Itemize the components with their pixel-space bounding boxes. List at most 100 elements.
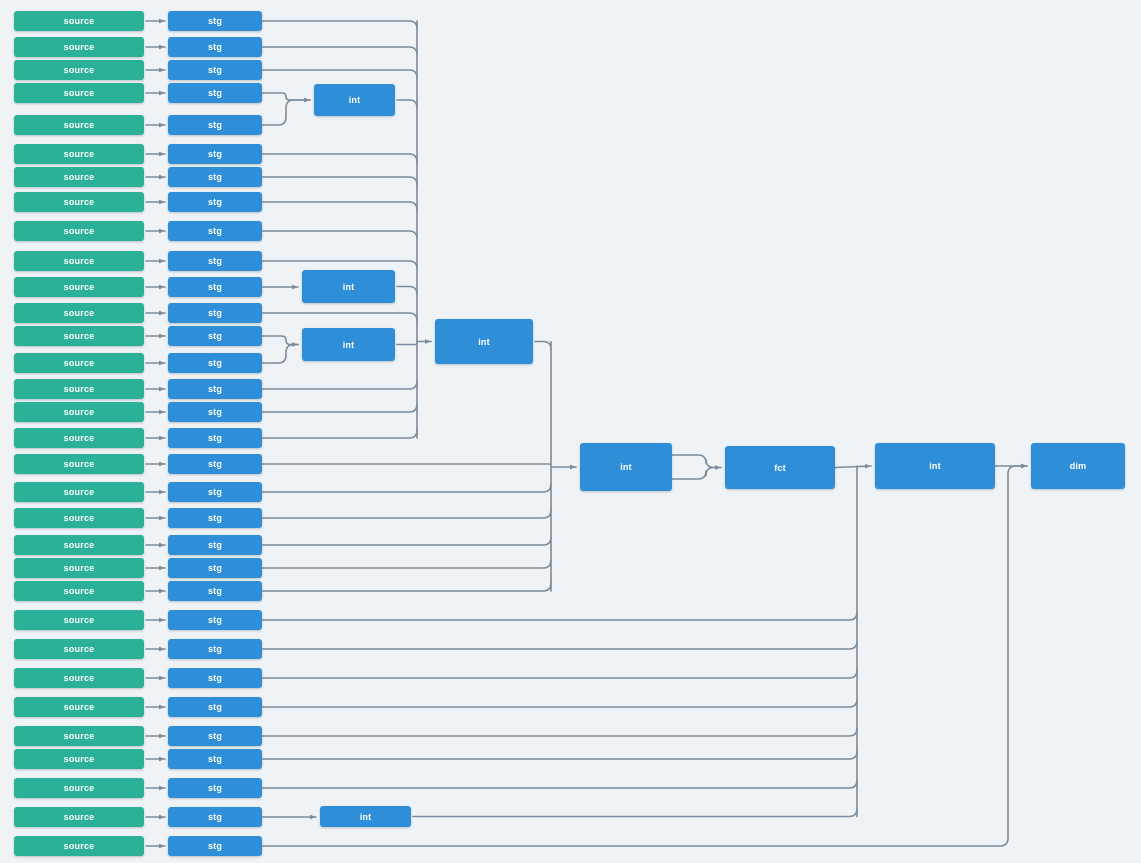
node-label: source (63, 16, 95, 26)
stg-node[interactable]: stg (168, 778, 262, 798)
source-node[interactable]: source (14, 749, 144, 769)
node-label: source (63, 358, 95, 368)
edge (261, 69, 418, 79)
stg-node[interactable]: stg (168, 11, 262, 31)
stg-node[interactable]: stg (168, 402, 262, 422)
stg-node[interactable]: stg (168, 83, 262, 103)
stg-node[interactable]: stg (168, 60, 262, 80)
node-label: source (63, 615, 95, 625)
stg-node[interactable]: stg (168, 508, 262, 528)
source-node[interactable]: source (14, 697, 144, 717)
node-label: stg (207, 88, 223, 98)
source-node[interactable]: source (14, 581, 144, 601)
stg-node[interactable]: stg (168, 749, 262, 769)
source-node[interactable]: source (14, 37, 144, 57)
source-node[interactable]: source (14, 379, 144, 399)
edge (261, 380, 418, 390)
node-label: stg (207, 282, 223, 292)
stg-node[interactable]: stg (168, 836, 262, 856)
int-node[interactable]: int (580, 443, 672, 491)
stg-node[interactable]: stg (168, 37, 262, 57)
node-label: stg (207, 841, 223, 851)
stg-node[interactable]: stg (168, 379, 262, 399)
source-node[interactable]: source (14, 277, 144, 297)
node-label: int (478, 336, 490, 347)
source-node[interactable]: source (14, 610, 144, 630)
source-node[interactable]: source (14, 115, 144, 135)
node-label: stg (207, 65, 223, 75)
node-label: stg (207, 563, 223, 573)
stg-node[interactable]: stg (168, 558, 262, 578)
source-node[interactable]: source (14, 144, 144, 164)
source-node[interactable]: source (14, 192, 144, 212)
stg-node[interactable]: stg (168, 697, 262, 717)
int-node[interactable]: int (875, 443, 995, 489)
int-node[interactable]: int (320, 806, 411, 827)
stg-node[interactable]: stg (168, 167, 262, 187)
edge (261, 312, 418, 322)
source-node[interactable]: source (14, 639, 144, 659)
source-node[interactable]: source (14, 778, 144, 798)
stg-node[interactable]: stg (168, 610, 262, 630)
node-label: source (63, 282, 95, 292)
node-label: stg (207, 16, 223, 26)
stg-node[interactable]: stg (168, 115, 262, 135)
stg-node[interactable]: stg (168, 353, 262, 373)
stg-node[interactable]: stg (168, 668, 262, 688)
source-node[interactable]: source (14, 836, 144, 856)
source-node[interactable]: source (14, 402, 144, 422)
source-node[interactable]: source (14, 482, 144, 502)
stg-node[interactable]: stg (168, 454, 262, 474)
node-label: source (63, 487, 95, 497)
edge (261, 201, 418, 211)
source-node[interactable]: source (14, 11, 144, 31)
stg-node[interactable]: stg (168, 639, 262, 659)
dim-node[interactable]: dim (1031, 443, 1125, 489)
source-node[interactable]: source (14, 83, 144, 103)
edge (261, 403, 418, 413)
stg-node[interactable]: stg (168, 303, 262, 323)
source-node[interactable]: source (14, 668, 144, 688)
edge (261, 750, 858, 760)
source-node[interactable]: source (14, 508, 144, 528)
edge (261, 779, 858, 789)
edge (261, 335, 299, 346)
source-node[interactable]: source (14, 454, 144, 474)
source-node[interactable]: source (14, 535, 144, 555)
node-label: source (63, 197, 95, 207)
source-node[interactable]: source (14, 726, 144, 746)
source-node[interactable]: source (14, 326, 144, 346)
node-label: stg (207, 331, 223, 341)
stg-node[interactable]: stg (168, 221, 262, 241)
stg-node[interactable]: stg (168, 807, 262, 827)
stg-node[interactable]: stg (168, 726, 262, 746)
stg-node[interactable]: stg (168, 277, 262, 297)
int-node[interactable]: int (314, 84, 395, 116)
stg-node[interactable]: stg (168, 535, 262, 555)
stg-node[interactable]: stg (168, 144, 262, 164)
int-node[interactable]: int (302, 270, 395, 303)
stg-node[interactable]: stg (168, 482, 262, 502)
stg-node[interactable]: stg (168, 251, 262, 271)
source-node[interactable]: source (14, 807, 144, 827)
int-node[interactable]: int (435, 319, 533, 364)
fct-node[interactable]: fct (725, 446, 835, 489)
source-node[interactable]: source (14, 251, 144, 271)
source-node[interactable]: source (14, 303, 144, 323)
stg-node[interactable]: stg (168, 581, 262, 601)
source-node[interactable]: source (14, 221, 144, 241)
node-label: source (63, 540, 95, 550)
stg-node[interactable]: stg (168, 326, 262, 346)
source-node[interactable]: source (14, 428, 144, 448)
edge (261, 698, 858, 708)
node-label: stg (207, 120, 223, 130)
source-node[interactable]: source (14, 353, 144, 373)
source-node[interactable]: source (14, 558, 144, 578)
node-label: source (63, 841, 95, 851)
node-label: stg (207, 673, 223, 683)
source-node[interactable]: source (14, 167, 144, 187)
stg-node[interactable]: stg (168, 192, 262, 212)
source-node[interactable]: source (14, 60, 144, 80)
stg-node[interactable]: stg (168, 428, 262, 448)
int-node[interactable]: int (302, 328, 395, 361)
